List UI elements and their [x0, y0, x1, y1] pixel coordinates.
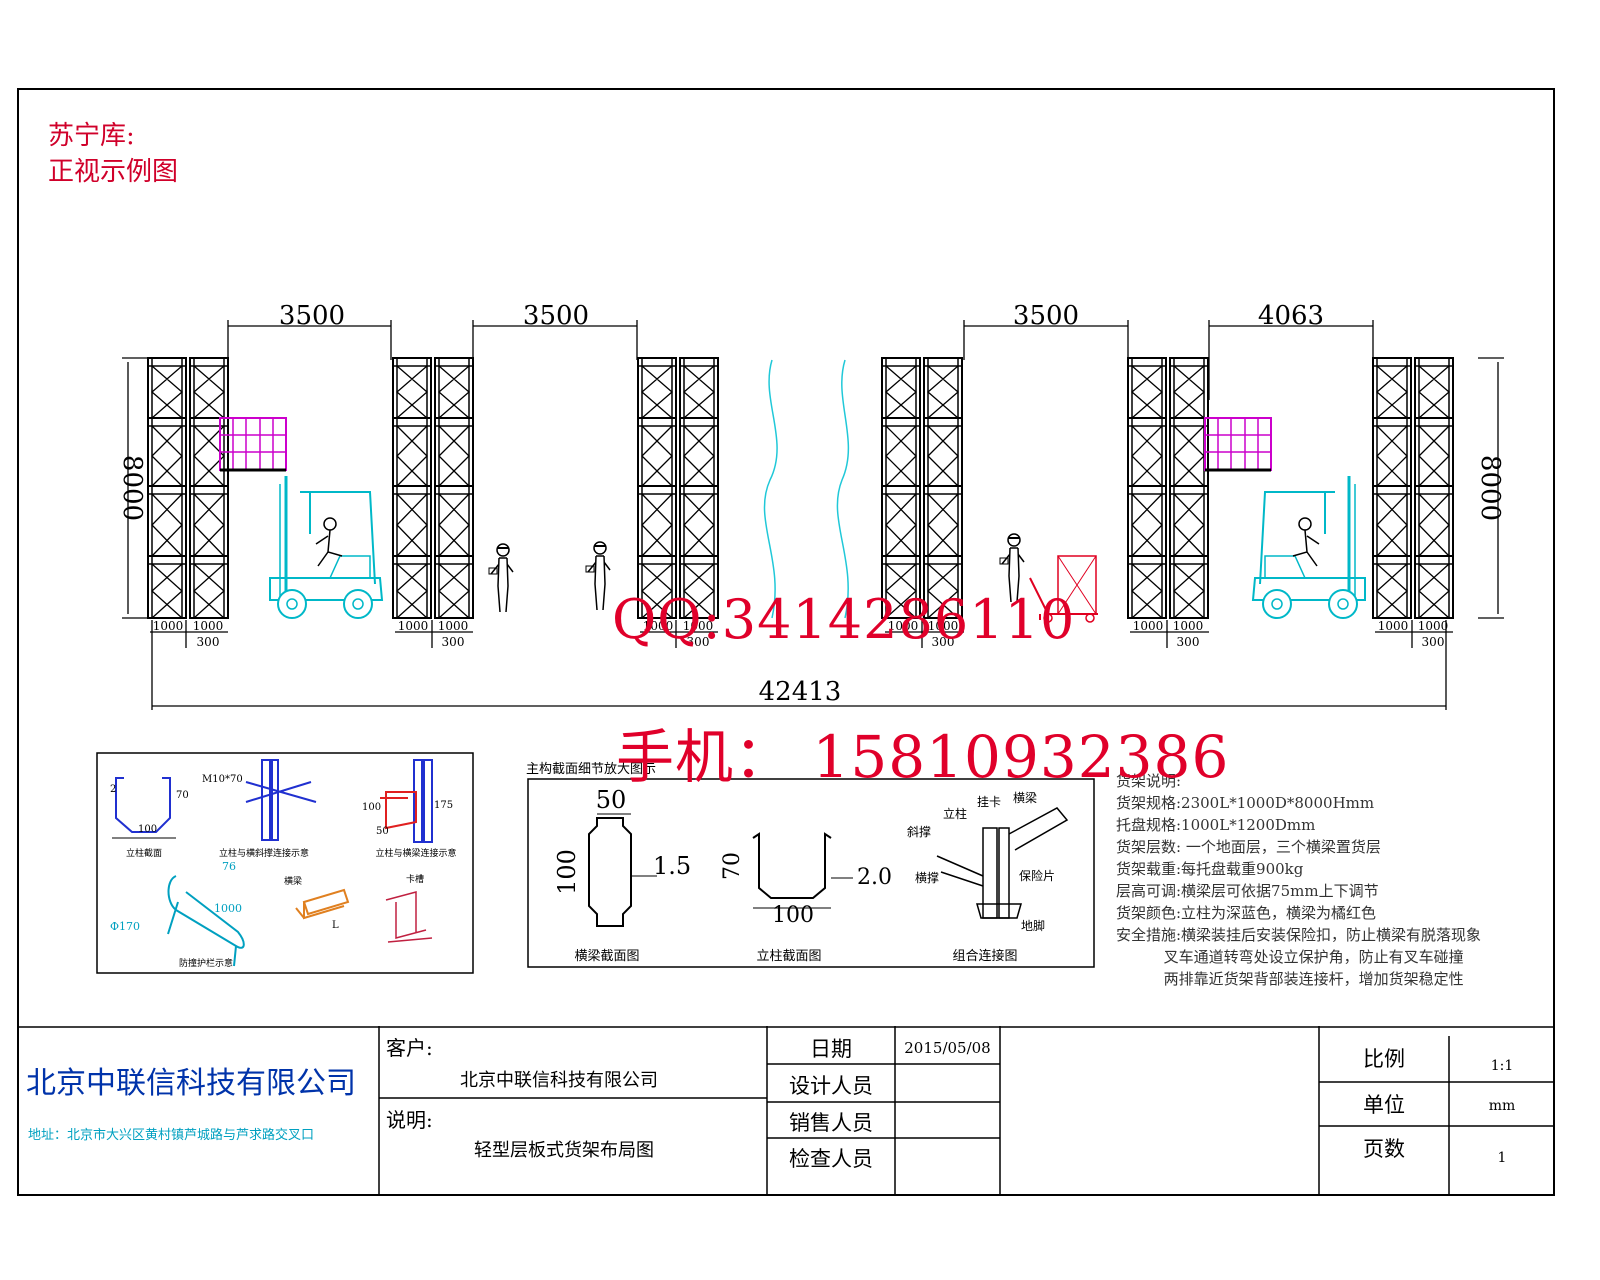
- depth-label-5: 1000: [643, 619, 674, 633]
- spec-line-1: 货架规格:2300L*1000D*8000Hmm: [1116, 794, 1375, 812]
- scale-value: 1:1: [1490, 1058, 1514, 1074]
- date-label: 日期: [810, 1037, 852, 1061]
- caption-slot: 卡槽: [406, 873, 424, 885]
- height-dim-left: 8000: [117, 455, 147, 521]
- depth-label-12: 1000: [1418, 619, 1449, 633]
- aisle-dim-4: 4063: [1258, 301, 1324, 331]
- pages-label: 页数: [1363, 1137, 1405, 1161]
- drawing-heading: 苏宁库: 正视示例图: [48, 118, 178, 190]
- depth-label-4: 1000: [438, 619, 469, 633]
- caption-assembly: 组合连接图: [952, 948, 1017, 964]
- rack-specifications: 货架说明: 货架规格:2300L*1000D*8000Hmm 托盘规格:1000…: [1116, 770, 1481, 990]
- depth-label-2: 1000: [193, 619, 224, 633]
- aisle-dim-2: 3500: [523, 301, 589, 331]
- guard-small-dim: 76: [222, 860, 236, 873]
- title-block-grid: [17, 1026, 1555, 1196]
- caption-beam: 横梁: [284, 875, 302, 887]
- depth-label-1: 1000: [153, 619, 184, 633]
- caption-brace-connection: 立柱与横斜撑连接示意: [219, 847, 309, 859]
- spec-line-4: 货架载重:每托盘载重900kg: [1116, 860, 1304, 878]
- beam-dim-a: 100: [362, 802, 381, 813]
- caption-beam-connection: 立柱与横梁连接示意: [375, 847, 456, 859]
- gap-label-4: 300: [932, 635, 955, 649]
- depth-label-9: 1000: [1133, 619, 1164, 633]
- assembly-label-hook: 挂卡: [977, 795, 1001, 809]
- caption-beam-section: 横梁截面图: [574, 949, 639, 964]
- depth-label-6: 1000: [683, 619, 714, 633]
- spec-line-3: 货架层数: 一个地面层，三个横梁置货层: [1116, 838, 1381, 856]
- assembly-label-safety: 保险片: [1019, 868, 1055, 883]
- beam-length-L: L: [332, 920, 339, 931]
- caption-post-section: 立柱截面: [126, 847, 162, 859]
- beam-width-dim: 50: [596, 786, 627, 814]
- unit-label: 单位: [1363, 1093, 1405, 1117]
- spec-line-8: 叉车通道转弯处设立保护角，防止有叉车碰撞: [1116, 948, 1464, 966]
- height-dim-right: 8000: [1475, 455, 1505, 521]
- upright-height-dim: 70: [720, 852, 745, 880]
- gap-label-5: 300: [1177, 635, 1200, 649]
- gap-label-6: 300: [1422, 635, 1445, 649]
- date-value: 2015/05/08: [904, 1039, 991, 1057]
- beam-dim-b: 175: [434, 800, 453, 811]
- depth-label-11: 1000: [1378, 619, 1409, 633]
- aisle-dim-3: 3500: [1013, 301, 1079, 331]
- assembly-label-beam: 横梁: [1013, 790, 1037, 805]
- assembly-label-upright: 立柱: [943, 806, 967, 821]
- heading-line1: 苏宁库:: [48, 121, 135, 151]
- description-label: 说明:: [386, 1108, 433, 1132]
- total-length-dim: 42413: [759, 677, 842, 707]
- beam-dim-c: 50: [376, 826, 389, 837]
- gap-label-3: 300: [687, 635, 710, 649]
- client-label: 客户:: [386, 1036, 433, 1060]
- spec-title: 货架说明:: [1116, 772, 1182, 790]
- phone-watermark: 手机： 15810932386: [616, 723, 1230, 791]
- post-height-dim: 70: [176, 790, 189, 801]
- gap-label-1: 300: [197, 635, 220, 649]
- beam-thickness-dim: 1.5: [653, 852, 691, 880]
- pages-value: 1: [1497, 1150, 1507, 1166]
- heading-line2: 正视示例图: [48, 157, 179, 187]
- gap-label-2: 300: [442, 635, 465, 649]
- bolt-label: M10*70: [202, 774, 243, 785]
- spec-line-2: 托盘规格:1000L*1200Dmm: [1116, 816, 1316, 834]
- spec-line-5: 层高可调:横梁层可依据75mm上下调节: [1116, 882, 1379, 900]
- client-value: 北京中联信科技有限公司: [460, 1070, 658, 1091]
- guard-length: 1000: [214, 902, 242, 915]
- assembly-label-diagonal: 斜撑: [907, 824, 931, 839]
- beam-height-dim: 100: [553, 849, 581, 895]
- unit-value: mm: [1488, 1098, 1516, 1114]
- caption-upright-section: 立柱截面图: [756, 949, 821, 964]
- guard-diameter: Φ170: [110, 920, 140, 933]
- drawing-frame: [17, 88, 1555, 1196]
- sales-label: 销售人员: [789, 1111, 873, 1135]
- depth-label-10: 1000: [1173, 619, 1204, 633]
- cross-section-panel: 50 100 1.5 横梁截面图 70 100 2.0 立柱截面图 立柱 挂卡 …: [527, 778, 1095, 968]
- description-value: 轻型层板式货架布局图: [474, 1140, 654, 1161]
- depth-label-8: 1000: [928, 619, 959, 633]
- spec-line-9: 两排靠近货架背部装连接杆，增加货架稳定性: [1116, 970, 1464, 988]
- assembly-label-horizontal: 横撑: [915, 870, 939, 885]
- spec-line-7: 安全措施:横梁装挂后安装保险扣，防止横梁有脱落现象: [1116, 926, 1482, 944]
- upright-thickness-dim: 2.0: [857, 865, 892, 890]
- company-address: 地址：北京市大兴区黄村镇芦城路与芦求路交叉口: [28, 1128, 315, 1143]
- front-elevation-diagram: 3500 3500 3500 4063 8000 8000 42413 1000…: [117, 301, 1505, 710]
- designer-label: 设计人员: [789, 1074, 873, 1098]
- post-side-dim: 2: [110, 784, 116, 795]
- scale-label: 比例: [1363, 1047, 1405, 1071]
- qq-watermark: QQ:3414286110: [612, 588, 1076, 651]
- company-name: 北京中联信科技有限公司: [26, 1066, 356, 1101]
- upright-width-dim: 100: [772, 903, 814, 928]
- spec-line-6: 货架颜色:立柱为深蓝色，横梁为橘红色: [1116, 904, 1377, 922]
- post-width-dim: 100: [138, 824, 157, 835]
- caption-guard: 防撞护栏示意: [179, 957, 233, 969]
- depth-label-3: 1000: [398, 619, 429, 633]
- checker-label: 检查人员: [789, 1147, 873, 1171]
- assembly-label-foot: 地脚: [1021, 918, 1045, 933]
- component-details-panel: 2 70 100 立柱截面 M10*70 立柱与横斜撑连接示意 100 175 …: [96, 752, 474, 974]
- cross-section-title: 主构截面细节放大图示: [526, 762, 657, 777]
- depth-label-7: 1000: [888, 619, 919, 633]
- aisle-dim-1: 3500: [279, 301, 345, 331]
